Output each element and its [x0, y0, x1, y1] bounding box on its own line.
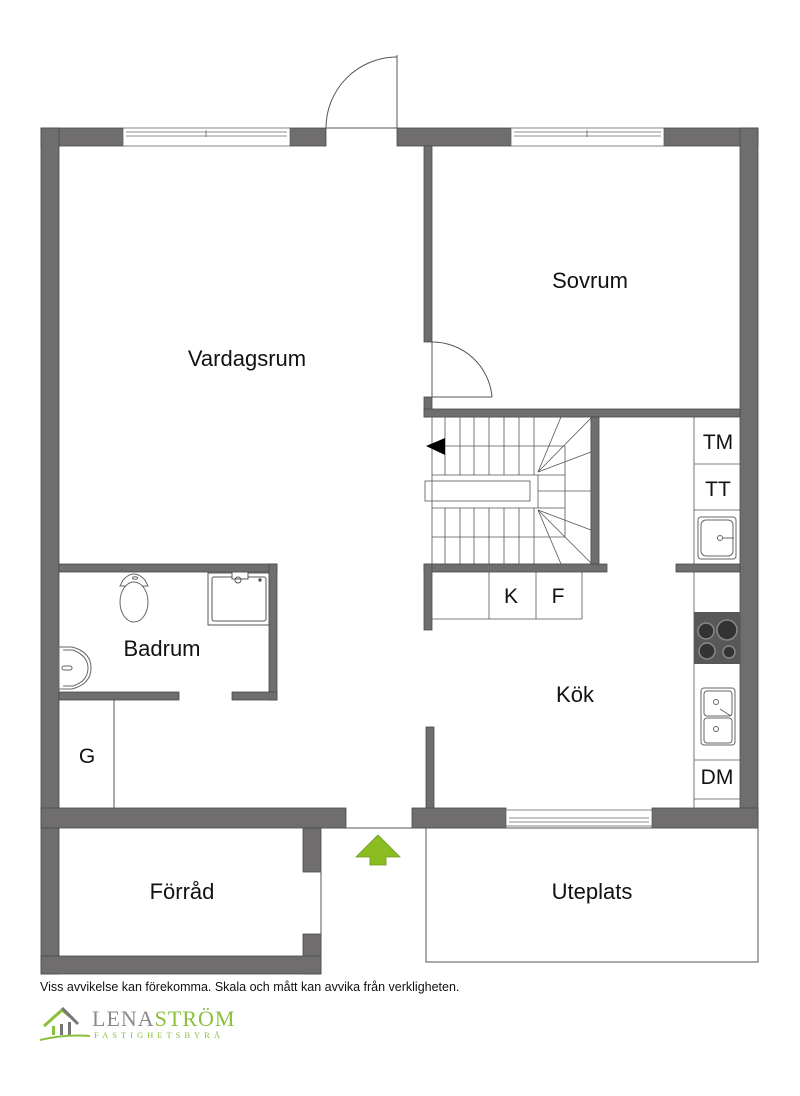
- room-label-sovrum: Sovrum: [552, 268, 628, 293]
- staircase: [424, 416, 592, 565]
- double-sink-icon: [700, 687, 736, 746]
- walls: [40, 127, 759, 975]
- fixture-label-tt: TT: [705, 478, 731, 501]
- toilet-icon: [119, 573, 149, 623]
- room-label-uteplats: Uteplats: [552, 879, 633, 904]
- closet-label-g: G: [79, 745, 95, 768]
- closet-label-k: K: [504, 585, 518, 608]
- floor-plan: Vardagsrum Sovrum Badrum Kök Förråd Utep…: [40, 55, 759, 975]
- storage-closets: [432, 572, 583, 620]
- disclaimer-text: Viss avvikelse kan förekomma. Skala och …: [40, 980, 460, 994]
- room-label-vardagsrum: Vardagsrum: [188, 346, 306, 371]
- single-sink-icon: [697, 516, 737, 560]
- shower-icon: [207, 571, 270, 626]
- stair-direction-arrow-icon: [426, 438, 445, 455]
- closet-label-f: F: [552, 585, 565, 608]
- doors: [325, 55, 493, 398]
- logo-name-part1: LENA: [92, 1006, 155, 1031]
- exterior-outlines: [320, 827, 759, 974]
- room-label-badrum: Badrum: [123, 636, 200, 661]
- entrance-arrow-icon: [355, 834, 401, 866]
- house-logo-icon: [40, 1006, 90, 1041]
- logo-wordmark: LENASTRÖM: [92, 1006, 235, 1032]
- logo-subtitle: FASTIGHETSBYRÅ: [94, 1030, 224, 1040]
- washbasin-icon: [58, 646, 92, 690]
- room-label-forrad: Förråd: [150, 879, 215, 904]
- fixture-label-dm: DM: [701, 766, 734, 789]
- brand-logo: LENASTRÖM FASTIGHETSBYRÅ: [40, 1004, 240, 1044]
- fixture-label-tm: TM: [703, 431, 733, 454]
- kitchen-counter: [693, 417, 740, 808]
- windows: [122, 127, 665, 827]
- room-label-kok: Kök: [556, 682, 595, 707]
- stove-icon: [694, 612, 740, 664]
- logo-name-part2: STRÖM: [154, 1006, 236, 1031]
